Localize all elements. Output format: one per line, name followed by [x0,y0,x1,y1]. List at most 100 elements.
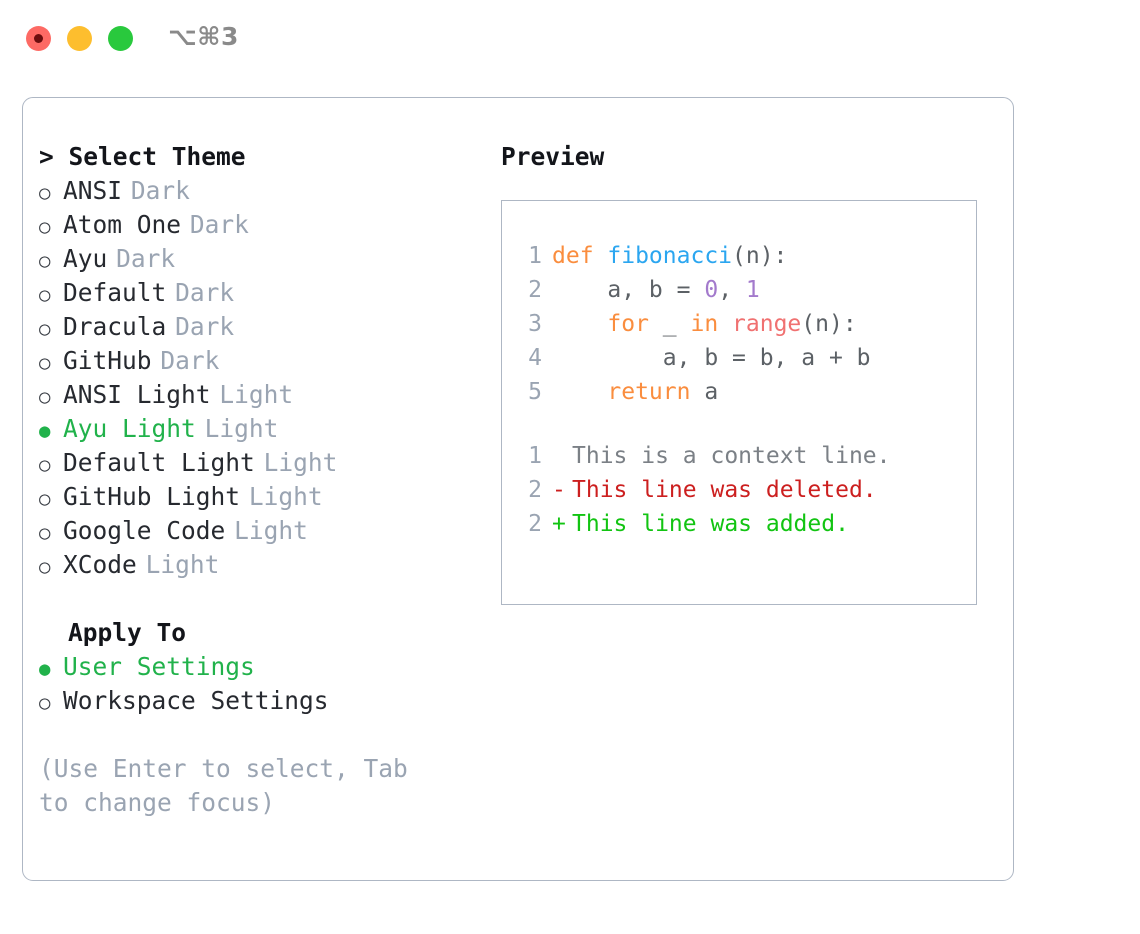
radio-unselected-icon: ○ [39,556,51,578]
line-number: 2 [528,277,542,303]
diff-marker: - [552,477,566,503]
theme-variant-tag: Light [248,482,323,511]
theme-option-google-code[interactable]: ○ Google Code Light [39,514,479,548]
code-line: 2 a, b = 0, 1 [502,273,976,307]
code-token [552,307,607,341]
code-token [552,375,607,409]
theme-option-label: ANSI [63,176,123,205]
theme-option-ansi-light[interactable]: ○ ANSI Light Light [39,378,479,412]
apply-to-option-list[interactable]: ● User Settings ○ Workspace Settings [39,650,479,718]
diff-text: This is a context line. [572,443,891,469]
theme-option-default-light[interactable]: ○ Default Light Light [39,446,479,480]
theme-option-label: Default Light [63,448,255,477]
code-token: return [607,379,691,405]
code-token: fibonacci [607,243,733,269]
diff-marker: + [552,511,566,537]
theme-variant-tag: Dark [189,210,249,239]
radio-unselected-icon: ○ [39,522,51,544]
line-number: 3 [528,311,542,337]
code-line: 3 for _ in range(n): [502,307,976,341]
apply-to-option-label: User Settings [63,652,255,681]
theme-variant-tag: Light [204,414,279,443]
theme-variant-tag: Dark [130,176,190,205]
code-diff-spacer [502,409,976,439]
radio-unselected-icon: ○ [39,216,51,238]
code-token: range [732,311,802,337]
theme-variant-tag: Light [234,516,308,545]
apply-to-option-label: Workspace Settings [63,686,329,715]
radio-selected-icon: ● [39,420,51,442]
code-token: def [552,243,608,269]
apply-to-heading: Apply To [68,618,187,647]
theme-option-label: Google Code [63,516,226,545]
code-token: 1 [745,277,760,303]
diff-line: 2 +This line was added. [502,507,976,541]
theme-option-label: GitHub Light [63,482,241,511]
radio-unselected-icon: ○ [39,454,51,476]
theme-variant-tag: Dark [116,244,176,273]
minimize-button[interactable] [67,26,92,51]
theme-variant-tag: Light [219,380,294,409]
theme-option-label: Ayu [63,244,108,273]
theme-option-xcode[interactable]: ○ XCode Light [39,548,479,582]
line-number: 2 [528,511,542,537]
code-token: a, b = [552,277,705,303]
theme-variant-tag: Dark [175,312,235,341]
theme-option-ayu[interactable]: ○ Ayu Dark [39,242,479,276]
theme-variant-tag: Light [145,550,220,579]
line-number: 5 [528,379,542,405]
line-number: 1 [528,443,542,469]
theme-option-default[interactable]: ○ Default Dark [39,276,479,310]
diff-line: 1 This is a context line. [502,439,976,473]
theme-option-ayu-light[interactable]: ● Ayu Light Light [39,412,479,446]
diff-text: This line was added. [572,511,849,537]
select-theme-heading: > Select Theme [39,142,246,171]
radio-unselected-icon: ○ [39,318,51,340]
radio-unselected-icon: ○ [39,182,51,204]
diff-sample: 1 This is a context line.2-This line was… [502,439,976,541]
keyboard-hint-text: (Use Enter to select, Tab to change focu… [39,754,423,817]
close-button[interactable] [26,26,51,51]
theme-option-label: XCode [63,550,137,579]
diff-marker [552,439,572,473]
radio-unselected-icon: ○ [39,250,51,272]
code-token: (n): [801,311,857,337]
apply-to-option-user-settings[interactable]: ● User Settings [39,650,479,684]
code-token: (n): [732,243,788,269]
diff-line: 2-This line was deleted. [502,473,976,507]
code-token: 0 [704,277,719,303]
theme-option-label: ANSI Light [63,380,211,409]
code-token: a, b = b, a + b [552,345,871,371]
code-token: _ [648,311,691,337]
radio-unselected-icon: ○ [39,386,51,408]
code-line: 4 a, b = b, a + b [502,341,976,375]
maximize-button[interactable] [108,26,133,51]
window-controls [26,26,133,51]
theme-variant-tag: Light [263,448,338,477]
theme-option-label: Atom One [63,210,182,239]
code-token: a [690,379,719,405]
code-token: , [718,277,746,303]
diff-text: This line was deleted. [572,477,877,503]
code-line: 5 return a [502,375,976,409]
theme-variant-tag: Dark [175,278,235,307]
line-number: 4 [528,345,542,371]
theme-option-label: Default [63,278,167,307]
radio-unselected-icon: ○ [39,352,51,374]
theme-option-label: Ayu Light [63,414,196,443]
theme-variant-tag: Dark [160,346,220,375]
radio-unselected-icon: ○ [39,284,51,306]
radio-selected-icon: ● [39,658,51,680]
radio-unselected-icon: ○ [39,692,51,714]
apply-to-option-workspace-settings[interactable]: ○ Workspace Settings [39,684,479,718]
